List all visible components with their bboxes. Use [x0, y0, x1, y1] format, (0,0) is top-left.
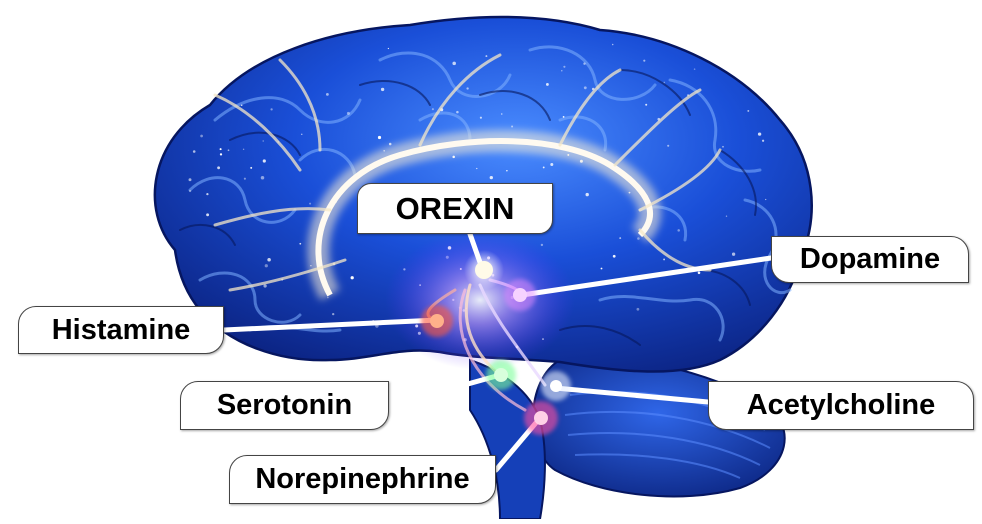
node-acetylcholine — [541, 371, 571, 401]
node-norepinephrine — [524, 401, 558, 435]
sparkle-dot — [265, 264, 268, 267]
sparkle-dot — [189, 178, 192, 181]
sparkle-dot — [485, 55, 487, 57]
sparkle-dot — [490, 176, 493, 179]
sparkle-dot — [309, 203, 311, 205]
sparkle-dot — [501, 113, 502, 114]
sparkle-dot — [506, 170, 507, 171]
sparkle-dot — [228, 149, 230, 151]
sparkle-dot — [456, 111, 459, 114]
sparkle-dot — [563, 66, 565, 68]
sparkle-dot — [347, 112, 350, 115]
sparkle-dot — [200, 135, 203, 138]
sparkle-dot — [601, 268, 603, 270]
node-serotonin — [486, 360, 516, 390]
sparkle-dot — [645, 104, 647, 106]
sparkle-dot — [389, 143, 392, 146]
sparkle-dot — [220, 153, 222, 155]
label-acetylcholine: Acetylcholine — [708, 381, 974, 430]
sparkle-dot — [466, 87, 468, 89]
sparkle-dot — [270, 108, 272, 110]
sparkle-dot — [586, 193, 589, 196]
sparkle-dot — [663, 258, 665, 260]
sparkle-dot — [541, 244, 543, 246]
sparkle-dot — [388, 48, 389, 49]
sparkle-dot — [267, 258, 271, 262]
sparkle-dot — [378, 136, 381, 139]
sparkle-dot — [613, 255, 616, 258]
sparkle-dot — [476, 168, 477, 169]
sparkle-dot — [546, 83, 549, 86]
sparkle-dot — [452, 156, 455, 159]
sparkle-dot — [511, 125, 513, 127]
sparkle-dot — [747, 110, 749, 112]
sparkle-dot — [677, 229, 680, 232]
sparkle-dot — [217, 166, 220, 169]
sparkle-dot — [299, 243, 301, 245]
label-histamine: Histamine — [18, 306, 224, 354]
sparkle-dot — [189, 190, 191, 192]
sparkle-dot — [244, 178, 246, 180]
sparkle-dot — [206, 213, 209, 216]
sparkle-dot — [758, 132, 761, 135]
label-orexin: OREXIN — [357, 183, 553, 234]
sparkle-dot — [765, 199, 766, 200]
sparkle-dot — [637, 308, 640, 311]
sparkle-dot — [732, 253, 735, 256]
sparkle-dot — [762, 140, 764, 142]
sparkle-dot — [561, 70, 562, 71]
label-norepinephrine: Norepinephrine — [229, 455, 496, 504]
sparkle-dot — [550, 163, 553, 166]
sparkle-dot — [263, 140, 264, 141]
sparkle-dot — [452, 62, 456, 66]
node-histamine — [421, 305, 453, 337]
sparkle-dot — [643, 60, 645, 62]
sparkle-dot — [722, 146, 724, 148]
sparkle-dot — [583, 63, 585, 65]
sparkle-dot — [241, 105, 243, 107]
sparkle-dot — [726, 216, 727, 217]
sparkle-dot — [193, 150, 196, 153]
sparkle-dot — [261, 176, 265, 180]
sparkle-dot — [243, 149, 244, 150]
sparkle-dot — [326, 93, 329, 96]
sparkle-dot — [584, 86, 587, 89]
sparkle-dot — [250, 167, 252, 169]
sparkle-dot — [220, 148, 222, 150]
sparkle-dot — [351, 276, 354, 279]
sparkle-dot — [206, 193, 208, 195]
label-serotonin: Serotonin — [180, 381, 389, 430]
sparkle-dot — [637, 237, 640, 240]
node-orexin — [464, 250, 504, 290]
sparkle-dot — [301, 134, 302, 135]
label-dopamine: Dopamine — [771, 236, 969, 283]
sparkle-dot — [664, 82, 666, 84]
sparkle-dot — [327, 297, 329, 299]
sparkle-dot — [332, 313, 334, 315]
sparkle-dot — [698, 272, 701, 275]
sparkle-dot — [381, 88, 384, 91]
sparkle-dot — [480, 117, 482, 119]
sparkle-dot — [612, 44, 614, 46]
sparkle-dot — [432, 108, 434, 110]
sparkle-dot — [263, 159, 266, 162]
sparkle-dot — [694, 68, 696, 70]
node-dopamine — [504, 279, 536, 311]
sparkle-dot — [563, 116, 565, 118]
sparkle-dot — [667, 145, 669, 147]
sparkle-dot — [543, 166, 545, 168]
sparkle-dot — [619, 237, 621, 239]
